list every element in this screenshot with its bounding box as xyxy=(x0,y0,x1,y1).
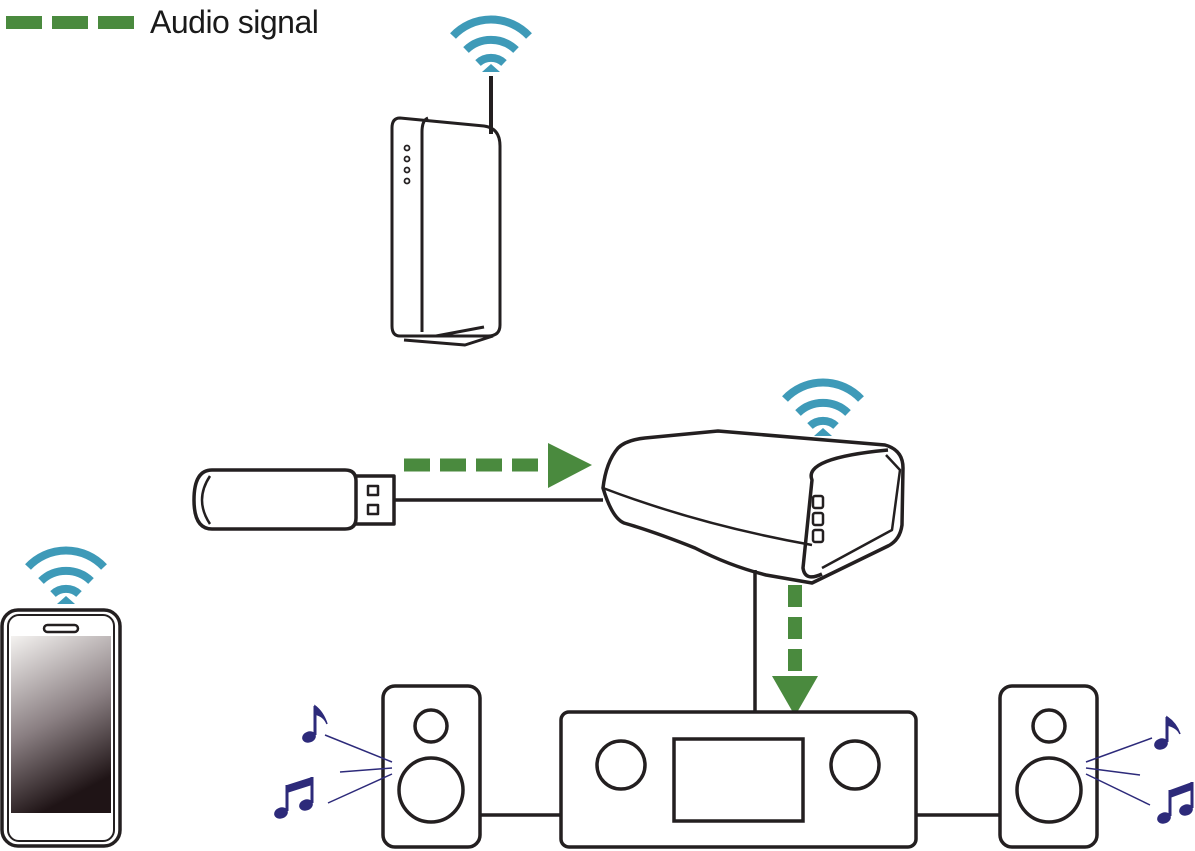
legend-swatch xyxy=(6,15,134,29)
wifi-icon-router xyxy=(450,15,532,72)
sound-lines-right xyxy=(1085,737,1153,806)
music-note-icon xyxy=(274,777,314,819)
sound-lines-left xyxy=(324,734,393,804)
legend-label: Audio signal xyxy=(150,3,319,40)
wifi-icon-phone xyxy=(25,546,107,604)
smartphone-icon xyxy=(0,608,122,848)
legend: Audio signal xyxy=(6,3,319,40)
music-note-icon xyxy=(302,704,328,743)
wifi-icon-hub xyxy=(782,378,864,436)
music-note-icon xyxy=(1157,782,1194,824)
left-speaker-icon xyxy=(381,684,482,849)
wireless-speaker-hub-icon xyxy=(601,429,905,585)
router-icon xyxy=(390,76,502,347)
audio-signal-arrow-usb-to-hub xyxy=(404,443,592,488)
right-speaker-icon xyxy=(998,684,1099,849)
music-note-icon xyxy=(1154,715,1181,750)
usb-drive-icon xyxy=(192,468,396,531)
av-receiver-icon xyxy=(559,710,918,849)
audio-signal-arrow-hub-to-receiver xyxy=(772,585,818,716)
